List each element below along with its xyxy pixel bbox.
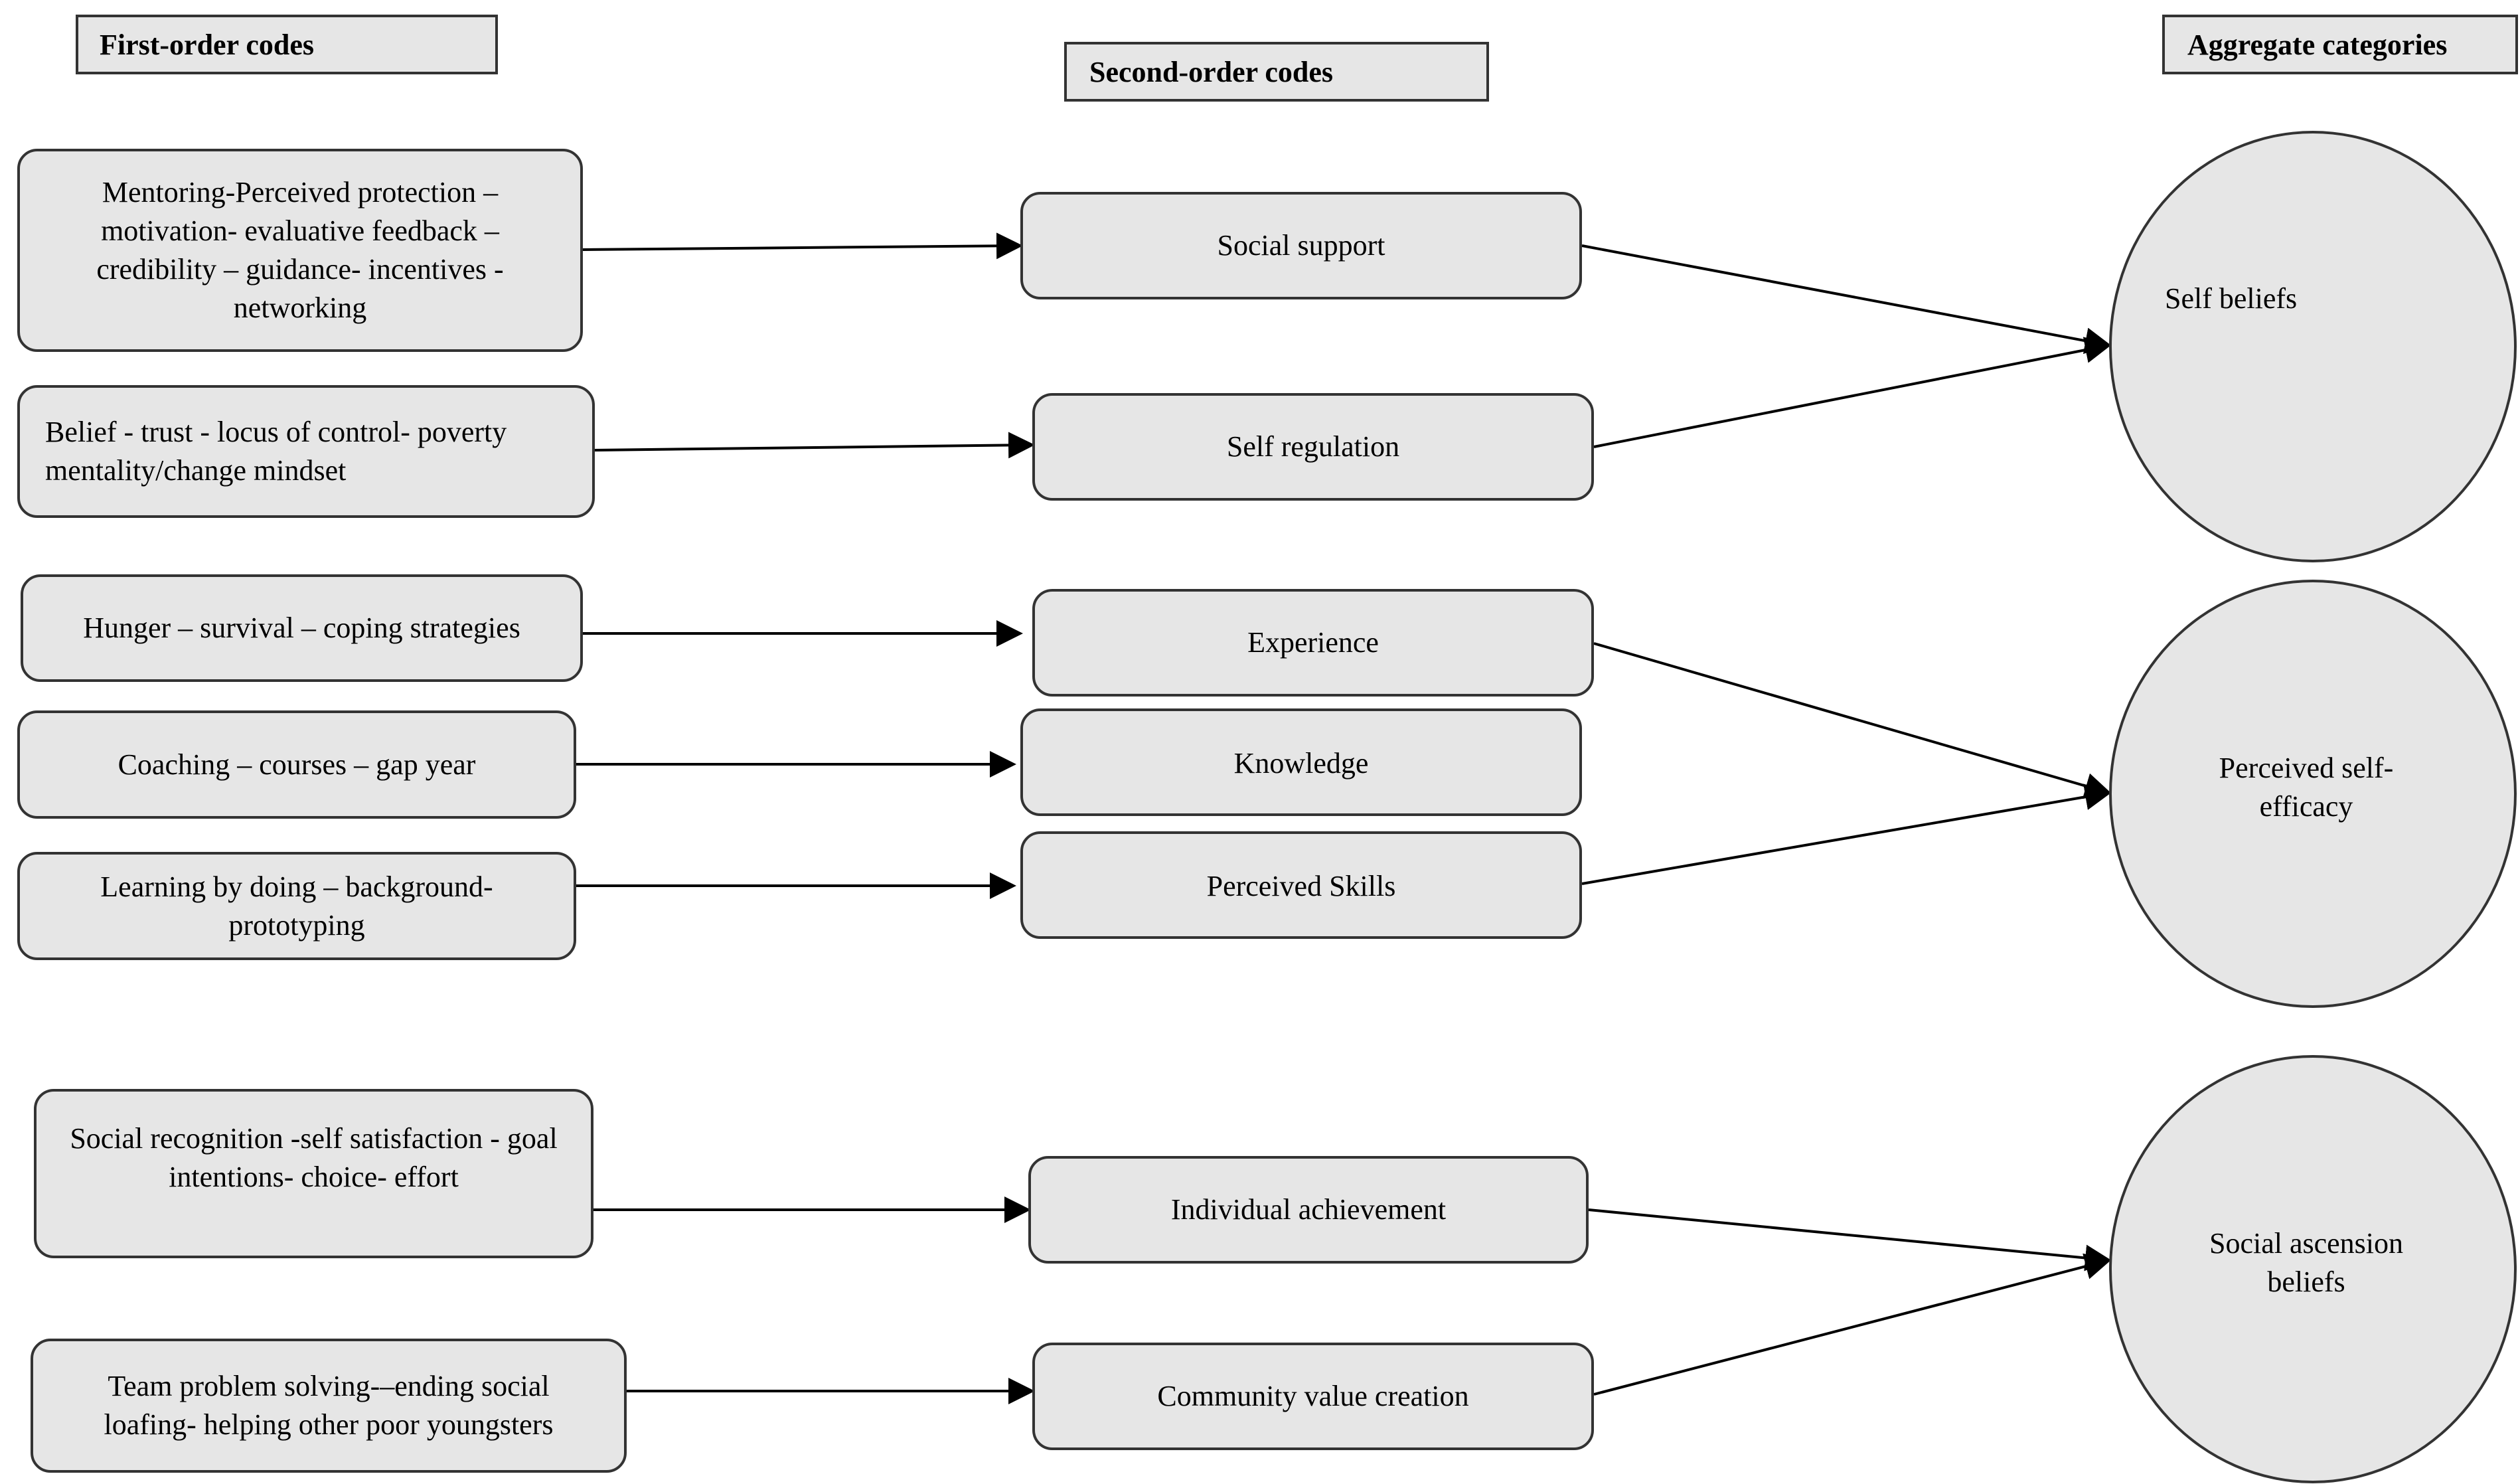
first-order-text: Social recognition -self satisfaction - …	[70, 1122, 558, 1193]
second-order-box-self-regulation: Self regulation	[1032, 393, 1594, 501]
header-aggregate-categories: Aggregate categories	[2162, 15, 2518, 74]
header-second-order-codes: Second-order codes	[1064, 42, 1489, 102]
arrow-perceived-skills-to-perceived-self-efficacy	[1581, 783, 2112, 885]
aggregate-circle-self-beliefs: Self beliefs	[2109, 131, 2517, 562]
header-aggregate-label: Aggregate categories	[2187, 28, 2448, 61]
header-first-order-label: First-order codes	[100, 28, 314, 61]
aggregate-label: Perceived self-efficacy	[2219, 751, 2394, 823]
second-order-box-community-value-creation: Community value creation	[1032, 1343, 1594, 1450]
first-order-text: Learning by doing – background-prototypi…	[100, 870, 493, 942]
aggregate-label: Social ascension beliefs	[2209, 1226, 2404, 1298]
arrow-individual-achievement-to-social-ascension	[1588, 1208, 2112, 1272]
second-order-text: Social support	[1217, 229, 1385, 262]
second-order-text: Knowledge	[1233, 747, 1369, 780]
second-order-box-knowledge: Knowledge	[1020, 708, 1582, 816]
first-order-text: Mentoring-Perceived protection – motivat…	[96, 176, 504, 324]
aggregate-circle-social-ascension-beliefs: Social ascension beliefs	[2109, 1055, 2517, 1483]
arrow-belief-to-self-regulation	[594, 432, 1035, 459]
first-order-text: Hunger – survival – coping strategies	[83, 612, 520, 644]
aggregate-circle-perceived-self-efficacy: Perceived self-efficacy	[2109, 580, 2517, 1008]
header-second-order-label: Second-order codes	[1089, 55, 1334, 88]
second-order-box-perceived-skills: Perceived Skills	[1020, 831, 1582, 939]
first-order-text: Coaching – courses – gap year	[118, 748, 476, 781]
first-order-box-hunger: Hunger – survival – coping strategies	[21, 574, 583, 682]
first-order-box-belief: Belief - trust - locus of control- pover…	[17, 385, 595, 518]
second-order-text: Self regulation	[1226, 430, 1400, 463]
second-order-text: Community value creation	[1157, 1380, 1469, 1412]
second-order-text: Individual achievement	[1170, 1193, 1447, 1226]
header-first-order-codes: First-order codes	[76, 15, 498, 74]
second-order-box-individual-achievement: Individual achievement	[1028, 1156, 1589, 1264]
arrow-mentoring-to-social-support	[582, 232, 1023, 260]
arrow-self-regulation-to-self-beliefs	[1593, 337, 2112, 448]
second-order-text: Perceived Skills	[1206, 870, 1396, 902]
first-order-box-coaching: Coaching – courses – gap year	[17, 710, 576, 819]
second-order-box-experience: Experience	[1032, 589, 1594, 697]
first-order-box-team: Team problem solving-–ending social loaf…	[31, 1339, 627, 1473]
first-order-box-learning: Learning by doing – background-prototypi…	[17, 852, 576, 960]
arrow-social-support-to-self-beliefs	[1581, 244, 2112, 354]
second-order-text: Experience	[1247, 626, 1379, 659]
second-order-box-social-support: Social support	[1020, 192, 1582, 299]
first-order-text: Belief - trust - locus of control- pover…	[45, 416, 507, 487]
arrow-community-value-to-social-ascension	[1593, 1253, 2112, 1396]
aggregate-label: Self beliefs	[2165, 282, 2298, 315]
first-order-box-mentoring: Mentoring-Perceived protection – motivat…	[17, 149, 583, 352]
first-order-box-social-recognition: Social recognition -self satisfaction - …	[34, 1089, 593, 1258]
arrow-experience-to-perceived-self-efficacy	[1593, 642, 2112, 799]
first-order-text: Team problem solving-–ending social loaf…	[104, 1370, 554, 1441]
